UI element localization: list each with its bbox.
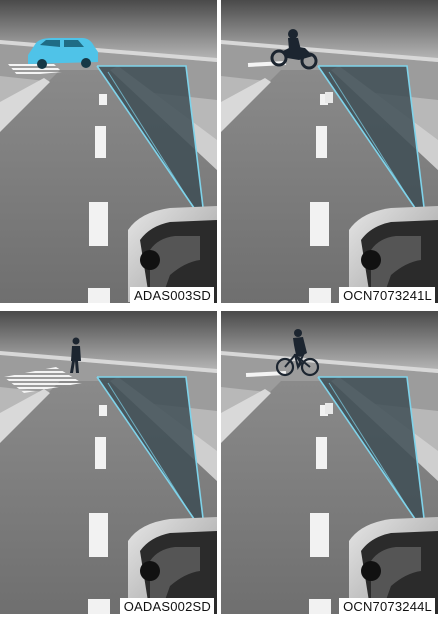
figure-bicycle: OCN7073244L: [221, 311, 438, 614]
figure-pedestrian: OADAS002SD: [0, 311, 217, 614]
road-scene: [0, 0, 217, 303]
figure-car: ADAS003SD: [0, 0, 217, 303]
figure-code: ADAS003SD: [130, 287, 214, 303]
figure-code: OCN7073244L: [339, 598, 435, 614]
figure-code: OADAS002SD: [120, 598, 214, 614]
road-scene: [221, 0, 438, 303]
road-scene: [221, 311, 438, 614]
figure-code: OCN7073241L: [339, 287, 435, 303]
road-scene: [0, 311, 217, 614]
figure-motorcycle: OCN7073241L: [221, 0, 438, 303]
